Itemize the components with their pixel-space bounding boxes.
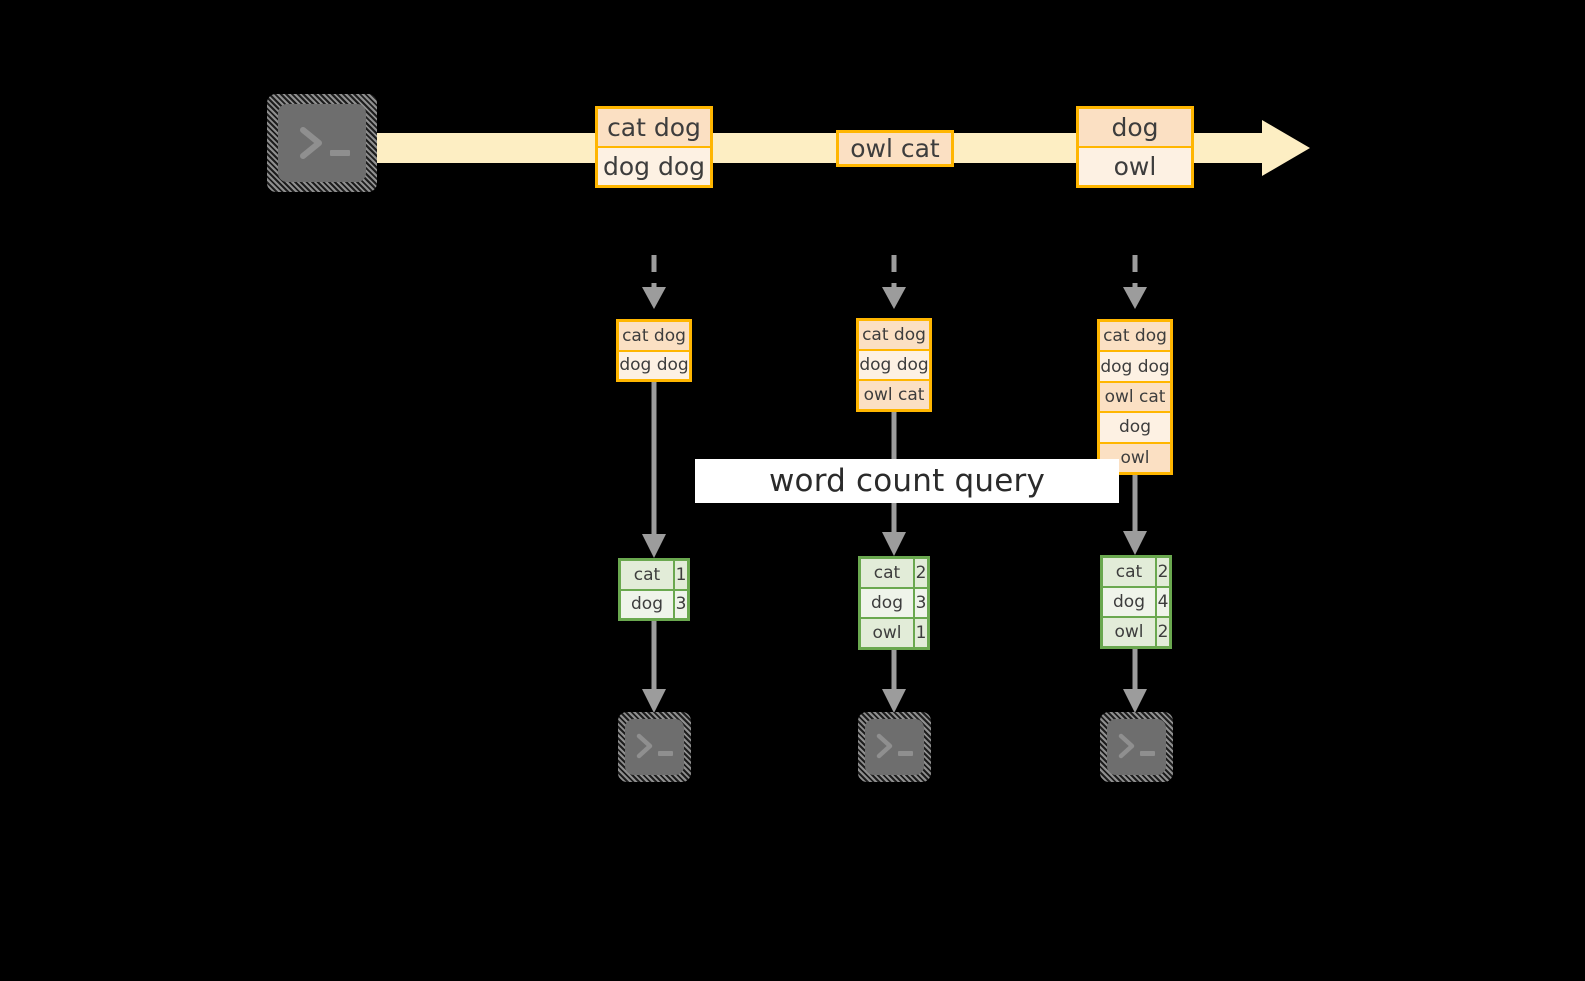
stream-message-3[interactable]: dog owl bbox=[1076, 106, 1194, 188]
message-line: cat dog bbox=[598, 109, 710, 146]
table-row: cat 1 bbox=[621, 561, 687, 589]
table-row: dog 3 bbox=[621, 588, 687, 618]
terminal-prompt-icon bbox=[876, 733, 913, 759]
terminal-face bbox=[625, 719, 684, 775]
stream-message-2[interactable]: owl cat bbox=[836, 130, 954, 167]
table-row: cat 2 bbox=[1103, 558, 1169, 586]
result-word: dog bbox=[621, 590, 675, 618]
table-row: dog 4 bbox=[1103, 586, 1169, 616]
result-count: 1 bbox=[675, 561, 687, 589]
accumulated-line: owl cat bbox=[859, 379, 929, 409]
message-line: owl cat bbox=[839, 133, 951, 164]
stream-message-1[interactable]: cat dog dog dog bbox=[595, 106, 713, 188]
result-word: owl bbox=[1103, 618, 1157, 646]
table-row: dog 3 bbox=[861, 587, 927, 617]
terminal-face bbox=[865, 719, 924, 775]
result-word: cat bbox=[621, 561, 675, 589]
accumulated-line: cat dog bbox=[859, 321, 929, 349]
accumulated-line: dog bbox=[1100, 411, 1170, 442]
accumulated-messages-col-3[interactable]: cat dog dog dog owl cat dog owl bbox=[1097, 319, 1173, 475]
table-row: owl 1 bbox=[861, 617, 927, 647]
source-terminal-icon bbox=[267, 94, 377, 192]
query-label-band: word count query bbox=[695, 459, 1119, 503]
accumulated-line: dog dog bbox=[859, 349, 929, 379]
result-count: 1 bbox=[915, 619, 927, 647]
table-row: cat 2 bbox=[861, 559, 927, 587]
message-line: owl bbox=[1079, 146, 1191, 185]
feed-arrow-col-2 bbox=[882, 255, 906, 309]
sink-arrow-col-1 bbox=[642, 621, 666, 713]
accumulated-line: dog dog bbox=[619, 349, 689, 379]
terminal-prompt-icon bbox=[636, 733, 673, 759]
result-count: 2 bbox=[915, 559, 927, 587]
accumulated-messages-col-1[interactable]: cat dog dog dog bbox=[616, 319, 692, 382]
message-line: dog bbox=[1079, 109, 1191, 146]
terminal-prompt-icon bbox=[300, 127, 350, 159]
result-table-col-3[interactable]: cat 2 dog 4 owl 2 bbox=[1100, 555, 1172, 649]
sink-terminal-col-2 bbox=[858, 712, 931, 782]
result-count: 3 bbox=[675, 590, 687, 618]
result-count: 2 bbox=[1157, 558, 1169, 586]
sink-arrow-col-3 bbox=[1123, 649, 1147, 713]
feed-arrow-col-1 bbox=[642, 255, 666, 309]
result-word: cat bbox=[861, 559, 915, 587]
sink-arrow-col-2 bbox=[882, 650, 906, 713]
accumulated-line: cat dog bbox=[619, 322, 689, 350]
terminal-face bbox=[1107, 719, 1166, 775]
result-table-col-2[interactable]: cat 2 dog 3 owl 1 bbox=[858, 556, 930, 650]
accumulated-line: dog dog bbox=[1100, 350, 1170, 381]
result-table-col-1[interactable]: cat 1 dog 3 bbox=[618, 558, 690, 621]
terminal-prompt-icon bbox=[1118, 733, 1155, 759]
query-label-text: word count query bbox=[768, 463, 1046, 499]
result-count: 3 bbox=[915, 589, 927, 617]
result-word: dog bbox=[861, 589, 915, 617]
result-word: cat bbox=[1103, 558, 1157, 586]
sink-terminal-col-3 bbox=[1100, 712, 1173, 782]
sink-terminal-col-1 bbox=[618, 712, 691, 782]
table-row: owl 2 bbox=[1103, 616, 1169, 646]
result-count: 4 bbox=[1157, 588, 1169, 616]
result-word: dog bbox=[1103, 588, 1157, 616]
result-count: 2 bbox=[1157, 618, 1169, 646]
accumulated-line: cat dog bbox=[1100, 322, 1170, 351]
feed-arrow-col-3 bbox=[1123, 255, 1147, 309]
query-arrow-col-3 bbox=[1123, 475, 1147, 555]
result-word: owl bbox=[861, 619, 915, 647]
accumulated-messages-col-2[interactable]: cat dog dog dog owl cat bbox=[856, 318, 932, 412]
accumulated-line: owl cat bbox=[1100, 380, 1170, 412]
query-arrow-col-1 bbox=[642, 382, 666, 558]
message-line: dog dog bbox=[598, 146, 710, 185]
